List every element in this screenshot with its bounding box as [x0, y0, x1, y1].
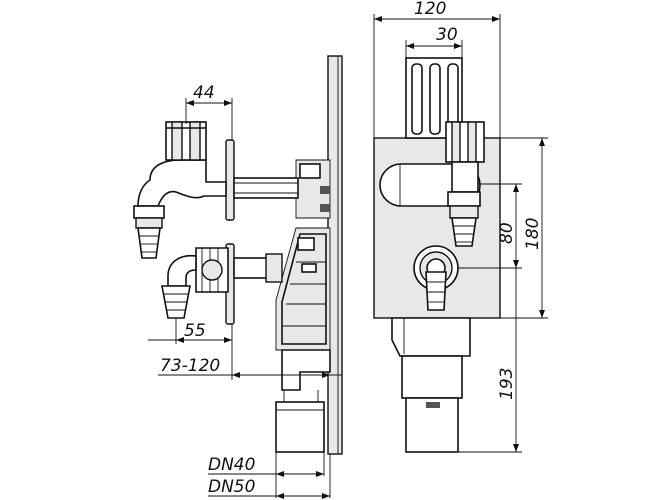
- side-view: [133, 55, 343, 455]
- dim-tap-width: 44: [193, 83, 215, 103]
- dim-depth-inner: 80: [497, 222, 517, 244]
- dim-dn40: DN40: [208, 455, 255, 475]
- dim-top-width: 120: [414, 0, 446, 19]
- side-dimensions: 44 55 73-120 DN40 DN50: [148, 83, 342, 499]
- upper-escutcheon: [225, 139, 235, 221]
- front-tap-nozzle: [451, 217, 477, 247]
- dim-outlet-offset: 55: [184, 321, 206, 341]
- tap-spindle: [233, 177, 299, 199]
- dim-bracket-width: 30: [436, 25, 458, 45]
- drain-elbow: [167, 254, 197, 287]
- front-drain-pipe-upper: [401, 355, 463, 399]
- dim-overall-height: 193: [497, 368, 517, 400]
- dim-depth-total: 180: [523, 218, 543, 250]
- dim-dn50: DN50: [208, 477, 255, 497]
- tap-body: [137, 159, 227, 207]
- front-view: [373, 57, 501, 453]
- dim-wall-range: 73-120: [160, 356, 220, 376]
- tap-hose-nozzle: [137, 227, 161, 259]
- trap-elbow: [281, 349, 331, 391]
- front-drain-nozzle: [425, 271, 447, 311]
- drain-pipe: [275, 401, 325, 453]
- front-dimensions: 120 30 80 180 193: [373, 0, 548, 453]
